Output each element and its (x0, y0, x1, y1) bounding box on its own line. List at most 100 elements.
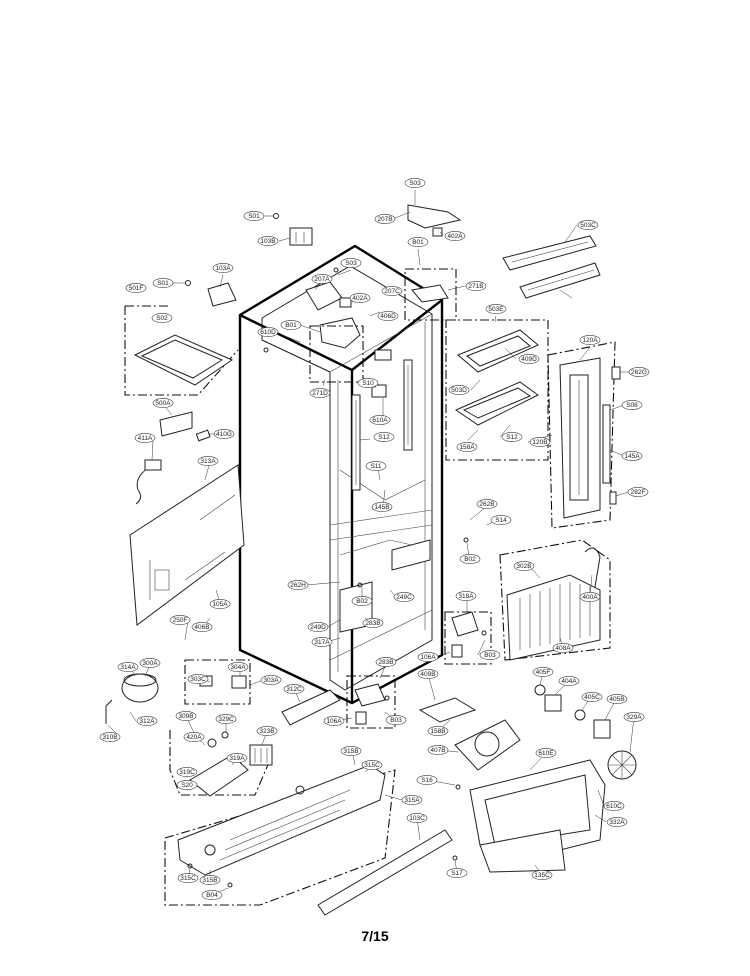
power-cord-part (135, 467, 149, 505)
part-label-text: 317A (314, 639, 330, 646)
part-label: 135C (531, 870, 553, 880)
part-label: 103C (406, 813, 428, 823)
part-label: 319A (226, 753, 248, 763)
part-label-text: 407B (430, 747, 445, 754)
part-label-text: 503C (580, 222, 596, 229)
part-label: S10 (357, 378, 379, 388)
part-label: 315A (401, 795, 423, 805)
small-board-part (159, 411, 211, 442)
part-label: 282F (627, 487, 649, 497)
part-label-text: 315B (202, 877, 217, 884)
dashed-callout-groups (124, 268, 616, 906)
back-cover-part (129, 464, 245, 626)
part-label: 105A (209, 599, 231, 609)
duct-part (559, 357, 621, 519)
part-label-text: S14 (495, 517, 507, 524)
part-label: 323B (256, 726, 278, 736)
part-label-text: 323B (259, 728, 274, 735)
page-number: 7/15 (361, 928, 389, 944)
part-label-text: 400A (582, 594, 598, 601)
part-label: 303C (187, 674, 209, 684)
fan-housing-part (469, 759, 606, 873)
part-label-text: 500A (155, 400, 171, 407)
drain-pan-parts (189, 731, 273, 797)
part-label: 271B (465, 281, 487, 291)
part-label-text: 610E (538, 750, 554, 757)
part-label: 400A (579, 592, 601, 602)
part-label-text: S03 (409, 180, 421, 187)
part-label: 406D (377, 311, 399, 321)
part-label-text: 503E (488, 306, 504, 313)
part-label-text: S02 (156, 315, 168, 322)
part-label-text: 103C (409, 815, 425, 822)
part-label-text: 402A (447, 233, 463, 240)
part-label-text: 610D (260, 329, 276, 336)
part-label-text: 410G (216, 431, 232, 438)
part-label-text: 302B (516, 563, 531, 570)
part-label: 249D (307, 622, 329, 632)
part-label-text: 315B (343, 748, 358, 755)
part-label: 315B (199, 875, 221, 885)
part-label-text: 503D (451, 387, 467, 394)
part-label: 314A (117, 662, 139, 672)
part-label: 309B (175, 711, 197, 721)
part-label: 300A (139, 658, 161, 668)
part-label-text: 249C (396, 594, 412, 601)
part-label-text: 319C (179, 769, 195, 776)
part-label-text: S11 (370, 463, 381, 470)
part-label-text: 304A (230, 664, 246, 671)
part-label-text: 207B (377, 216, 392, 223)
part-label: 250F (169, 615, 191, 625)
screw-markers (187, 267, 487, 888)
part-label: 501F (125, 283, 147, 293)
part-label-text: 103A (215, 265, 231, 272)
part-label-text: 610C (606, 803, 622, 810)
part-label-text: 406B (194, 624, 209, 631)
part-label: 319C (176, 767, 198, 777)
part-label-text: 610A (372, 417, 388, 424)
part-label-text: 303C (190, 676, 206, 683)
part-label: 610A (369, 415, 391, 425)
part-label-text: 120A (582, 337, 598, 344)
part-label-text: B03 (390, 717, 402, 724)
part-label-text: S01 (157, 280, 169, 287)
part-label: B03 (479, 650, 501, 660)
part-label: 409D (518, 354, 540, 364)
part-label: 407B (427, 745, 449, 755)
part-label-text: 310B (102, 734, 117, 741)
part-label-text: B02 (464, 556, 476, 563)
part-label-text: 315A (404, 797, 420, 804)
part-label: 145B (371, 502, 393, 512)
part-label-text: 120B (532, 439, 547, 446)
part-label: 313A (197, 456, 219, 466)
part-label: 402A (349, 293, 371, 303)
part-label-text: 135C (534, 872, 550, 879)
part-label: S12 (373, 432, 395, 442)
part-label: B01 (407, 237, 429, 247)
part-label-text: 309B (178, 713, 193, 720)
part-label: 271D (309, 388, 331, 398)
part-label-text: 207A (314, 276, 330, 283)
part-label-text: S10 (362, 380, 374, 387)
part-label-text: 282F (631, 489, 646, 496)
part-label: 406B (191, 622, 213, 632)
part-label-text: 300A (142, 660, 158, 667)
part-label: 310B (99, 732, 121, 742)
part-label-text: 315C (364, 762, 380, 769)
part-label-text: 318A (458, 593, 474, 600)
part-label-text: S01 (248, 213, 260, 220)
evaporator-part (506, 547, 601, 661)
part-label-text: 409B (420, 671, 435, 678)
part-label-text: B01 (285, 322, 297, 329)
part-label: 103B (257, 236, 279, 246)
part-label: S17 (446, 868, 468, 878)
control-panel-part (502, 235, 601, 299)
part-label-text: 405B (609, 696, 624, 703)
part-label-text: 106A (420, 654, 436, 661)
part-label: 103A (212, 263, 234, 273)
part-label: 283B (375, 657, 397, 667)
part-label-text: 262B (479, 501, 494, 508)
part-label-text: B02 (356, 598, 368, 605)
part-label: 500A (152, 398, 174, 408)
